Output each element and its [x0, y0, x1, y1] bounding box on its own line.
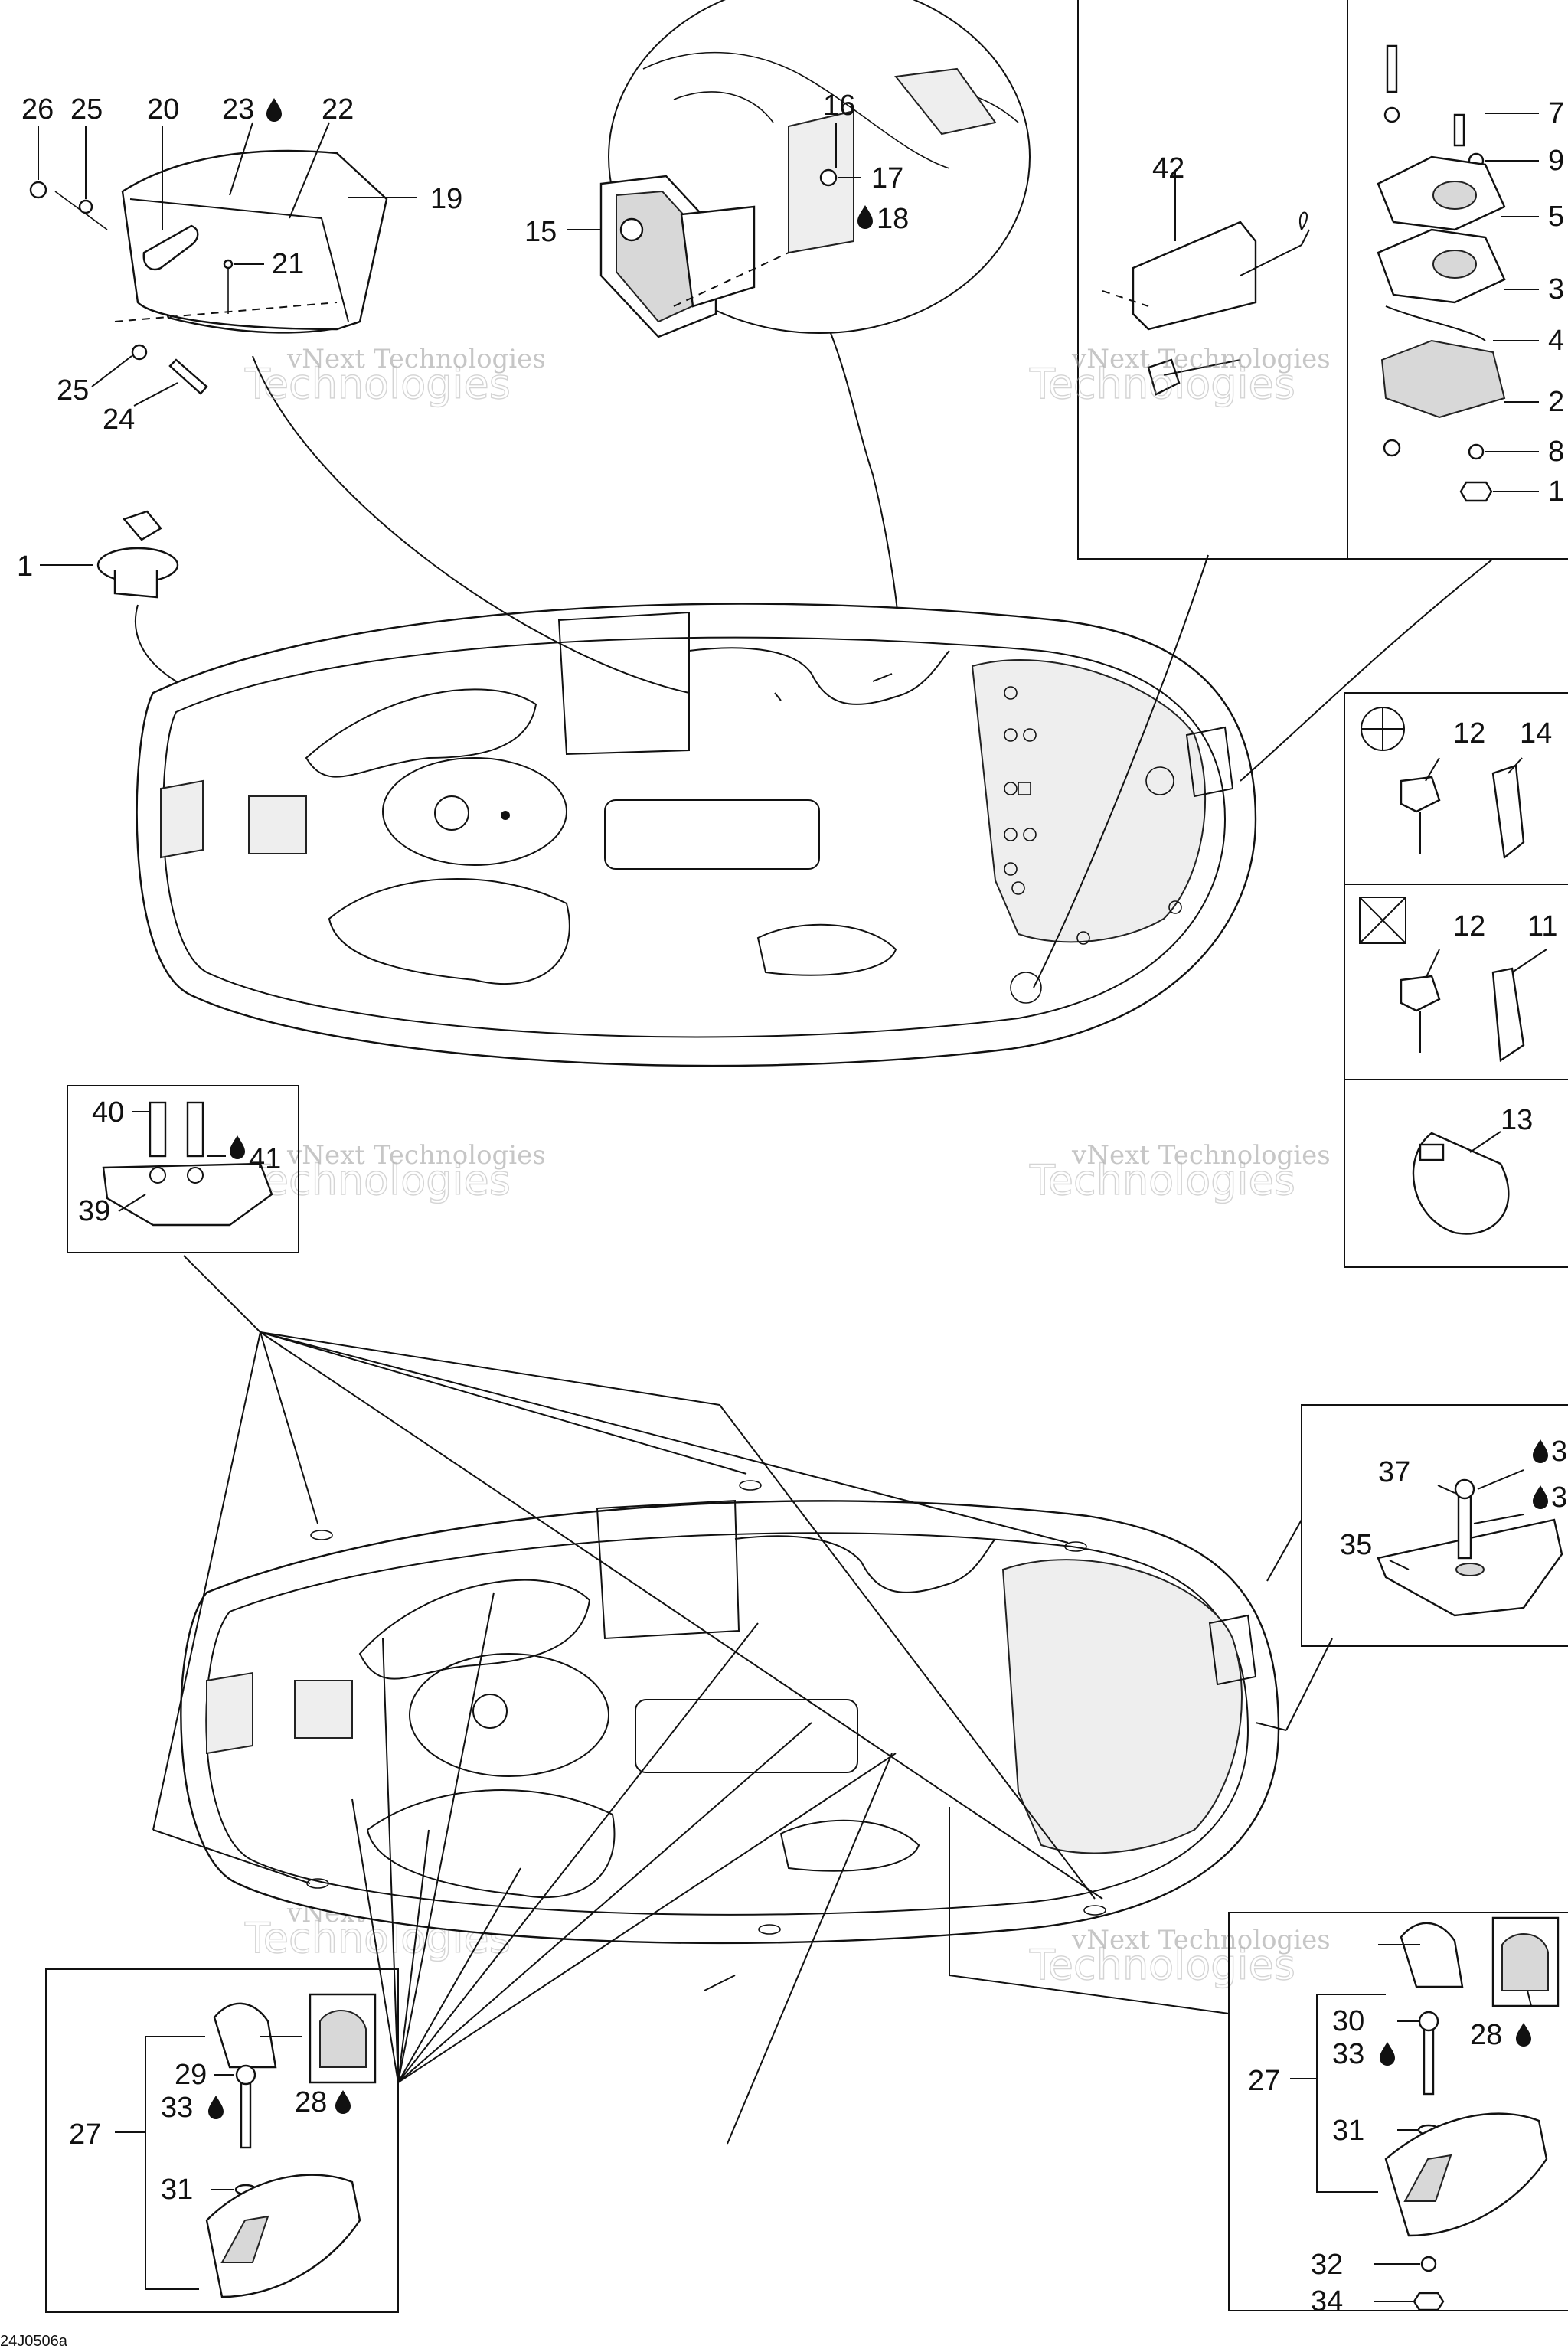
callout-39: 39 — [78, 1195, 110, 1227]
callout-7: 7 — [1548, 97, 1564, 129]
callout-23: 23 — [222, 93, 254, 126]
svg-text:Technologies: Technologies — [244, 1156, 511, 1204]
liquid-drop-icon — [266, 98, 282, 122]
liquid-drop-icon — [230, 1135, 245, 1159]
drawing-code: 24J0506a — [0, 2333, 68, 2350]
callout-31-right: 31 — [1332, 2115, 1364, 2147]
watermark-1: vNext Technologies Technologies — [243, 344, 546, 409]
circle-cross-icon — [1361, 707, 1405, 751]
drain-plug — [40, 510, 246, 705]
liquid-drop-icon — [1380, 2042, 1395, 2066]
callout-12-lower: 12 — [1453, 910, 1485, 942]
watermark-6: vNext Technologies Technologies — [1028, 1925, 1331, 1990]
callout-29: 29 — [175, 2059, 207, 2091]
liquid-drop-icon — [208, 2096, 224, 2119]
liquid-drop-icon — [1533, 1485, 1548, 1509]
fastener-legend — [1344, 692, 1568, 1268]
vent-detail-box-left — [45, 1968, 399, 2313]
nut-detail-box — [1301, 1404, 1568, 1647]
deck-top-view — [136, 603, 1257, 1067]
glove-box-leaders — [38, 122, 417, 407]
callout-41: 41 — [249, 1143, 281, 1175]
detail-circle-storage — [599, 0, 1031, 338]
callout-14: 14 — [1520, 717, 1552, 750]
liquid-drop-icon — [335, 2090, 351, 2114]
callout-5: 5 — [1548, 201, 1564, 233]
callout-4: 4 — [1548, 325, 1564, 357]
callout-8: 8 — [1548, 436, 1564, 468]
callout-13: 13 — [1501, 1104, 1533, 1136]
callout-30: 30 — [1332, 2005, 1364, 2037]
callout-20: 20 — [147, 93, 179, 126]
callout-28-right: 28 — [1470, 2019, 1502, 2051]
callout-33: 33 — [161, 2092, 193, 2124]
callout-18: 18 — [877, 203, 909, 235]
callout-21: 21 — [272, 248, 304, 280]
glove-box-assembly — [29, 149, 388, 395]
callout-17: 17 — [871, 162, 903, 194]
callout-3: 3 — [1548, 273, 1564, 305]
callout-34: 34 — [1311, 2285, 1343, 2318]
callout-31: 31 — [161, 2174, 193, 2206]
liquid-drop-icon — [1533, 1439, 1548, 1463]
cleat-detail-box — [67, 1085, 299, 1253]
watermark-3: vNext Technologies Technologies — [243, 1140, 546, 1205]
svg-text:vNext Technologies: vNext Technologies — [1071, 1925, 1331, 1955]
callout-27-right: 27 — [1248, 2065, 1280, 2097]
svg-text:Technologies: Technologies — [244, 360, 511, 408]
callout-3-upper: 3 — [1551, 1436, 1567, 1468]
callout-11: 11 — [1527, 910, 1557, 942]
callout-27: 27 — [69, 2118, 101, 2151]
leader-lines-bottom — [152, 1255, 1333, 2145]
svg-text:vNext Technologies: vNext Technologies — [286, 1140, 546, 1171]
callout-35: 35 — [1340, 1529, 1372, 1561]
callout-26: 26 — [21, 93, 54, 126]
callout-12: 12 — [1453, 717, 1485, 750]
callout-2: 2 — [1548, 386, 1564, 418]
callout-19: 19 — [430, 183, 462, 215]
watermark-4: vNext Technologies Technologies — [1028, 1140, 1331, 1205]
cable-detail-box — [1077, 0, 1348, 560]
svg-text:vNext Technologies: vNext Technologies — [286, 344, 546, 374]
svg-text:vNext Technologies: vNext Technologies — [1071, 344, 1331, 374]
svg-text:Technologies: Technologies — [1029, 360, 1295, 408]
svg-text:Technologies: Technologies — [1029, 1156, 1295, 1204]
callout-42: 42 — [1152, 152, 1184, 185]
svg-text:Technologies: Technologies — [1029, 1941, 1295, 1989]
callout-28: 28 — [295, 2086, 327, 2118]
vent-detail-box-right — [1228, 1912, 1568, 2311]
liquid-drop-icon — [858, 205, 873, 229]
callout-1-right: 1 — [1548, 475, 1564, 508]
callout-25-lower: 25 — [57, 374, 89, 407]
callout-25: 25 — [70, 93, 103, 126]
callout-40: 40 — [92, 1096, 124, 1129]
svg-text:vNext Technologies: vNext Technologies — [1071, 1140, 1331, 1171]
callout-24: 24 — [103, 403, 135, 436]
callout-15: 15 — [524, 216, 557, 248]
callout-16: 16 — [823, 90, 855, 122]
hardware-stack-box — [1347, 0, 1568, 560]
box-cross-icon — [1359, 897, 1406, 944]
callout-22: 22 — [322, 93, 354, 126]
fastener-marks-top — [1004, 686, 1182, 945]
callout-37: 37 — [1378, 1456, 1410, 1488]
liquid-drop-icon — [1516, 2023, 1531, 2047]
callout-33-right: 33 — [1332, 2038, 1364, 2070]
callout-3-lower: 3 — [1551, 1481, 1567, 1514]
watermark-2: vNext Technologies Technologies — [1028, 344, 1331, 409]
callout-9: 9 — [1548, 145, 1564, 177]
callout-32: 32 — [1311, 2249, 1343, 2281]
deck-bottom-view — [180, 1480, 1280, 1945]
callout-1: 1 — [17, 550, 33, 583]
